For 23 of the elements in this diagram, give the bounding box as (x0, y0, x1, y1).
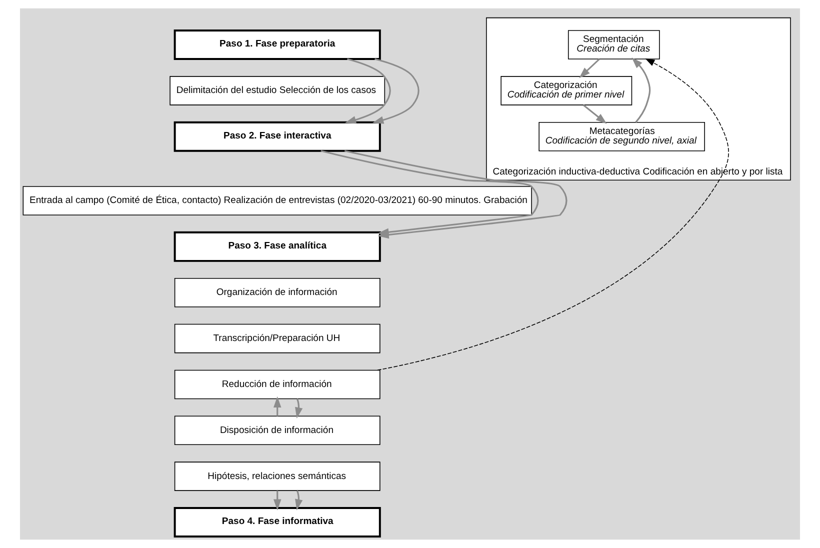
node-box: Paso 1. Fase preparatoria (174, 30, 381, 60)
node-box: Paso 4. Fase informativa (174, 507, 381, 538)
arrow (295, 398, 303, 418)
arrow (295, 490, 303, 510)
node-box: Organización de información (174, 278, 380, 308)
node-box: Paso 2. Fase interactiva (174, 121, 381, 152)
arrow (632, 58, 651, 123)
node-box: Transcripción/Preparación UH (174, 324, 380, 354)
node-box: Reducción de información (174, 370, 380, 400)
node-box: Entrada al campo (Comité de Ética, contacto) Realización de entrevistas (02/2020-03/2021) 60-90 minutos. Grabación (22, 186, 532, 216)
node-box: Categorización Codificación de primer nivel (500, 76, 632, 106)
node-box: Segmentación Creación de citas (568, 30, 660, 60)
node-box: Metacategorías Codificación de segundo nivel, axial (538, 122, 705, 152)
node-box: Paso 3. Fase analítica (174, 231, 381, 262)
node-box: Hipótesis, relaciones semánticas (174, 462, 380, 491)
arrow (273, 490, 282, 510)
arrow (582, 104, 607, 124)
node-box: Disposición de información (174, 416, 380, 446)
arrow (344, 150, 568, 239)
node-box: Delimitación del estudio Selección de los casos (170, 76, 386, 106)
arrow (372, 58, 420, 124)
arrow (273, 396, 282, 416)
arrow (579, 58, 600, 78)
